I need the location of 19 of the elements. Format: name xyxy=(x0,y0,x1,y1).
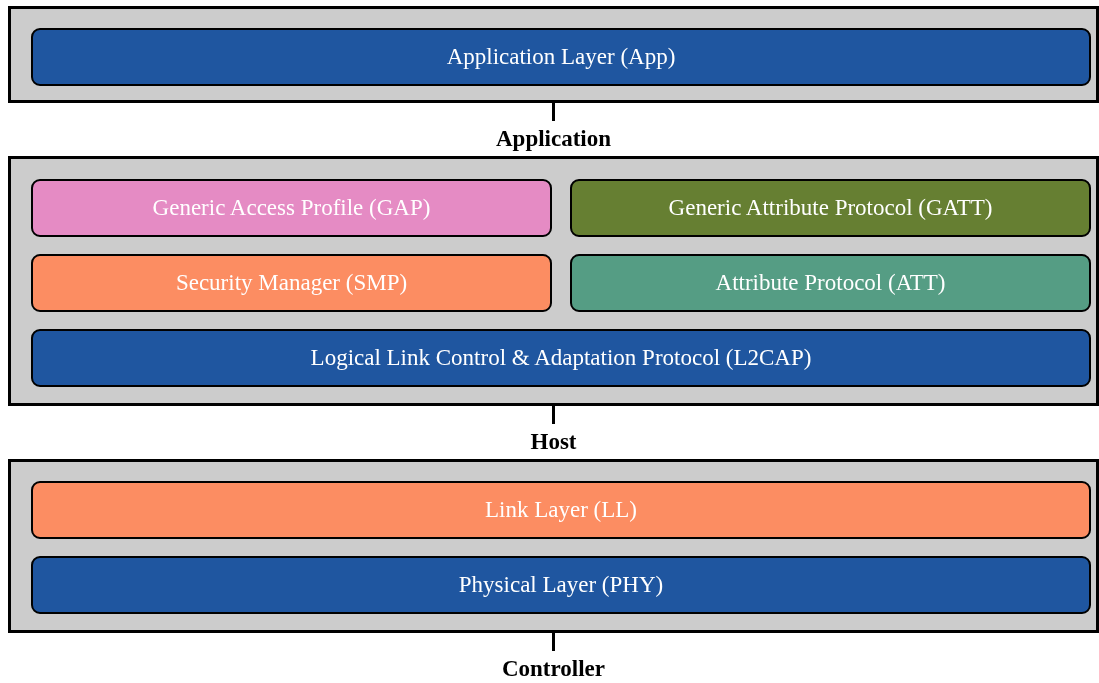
block-label: Generic Access Profile (GAP) xyxy=(152,195,431,221)
protocol-block xyxy=(31,481,1091,539)
protocol-block xyxy=(31,179,552,237)
block-label: Link Layer (LL) xyxy=(485,497,637,523)
block-label: Physical Layer (PHY) xyxy=(458,572,664,598)
protocol-block xyxy=(570,254,1091,312)
layer-heading: Host xyxy=(530,430,577,453)
protocol-block xyxy=(31,556,1091,614)
protocol-block xyxy=(31,329,1091,387)
block-label: Security Manager (SMP) xyxy=(175,270,408,296)
block-label: Generic Attribute Protocol (GATT) xyxy=(668,195,993,221)
protocol-block xyxy=(31,28,1091,86)
block-label: Logical Link Control & Adaptation Protocol (L2CAP) xyxy=(310,345,812,371)
block-label: Attribute Protocol (ATT) xyxy=(715,270,946,296)
layer-heading: Controller xyxy=(501,657,606,680)
layer-heading: Application xyxy=(496,127,611,150)
protocol-block xyxy=(570,179,1091,237)
block-label: Application Layer (App) xyxy=(446,44,676,70)
protocol-block xyxy=(31,254,552,312)
